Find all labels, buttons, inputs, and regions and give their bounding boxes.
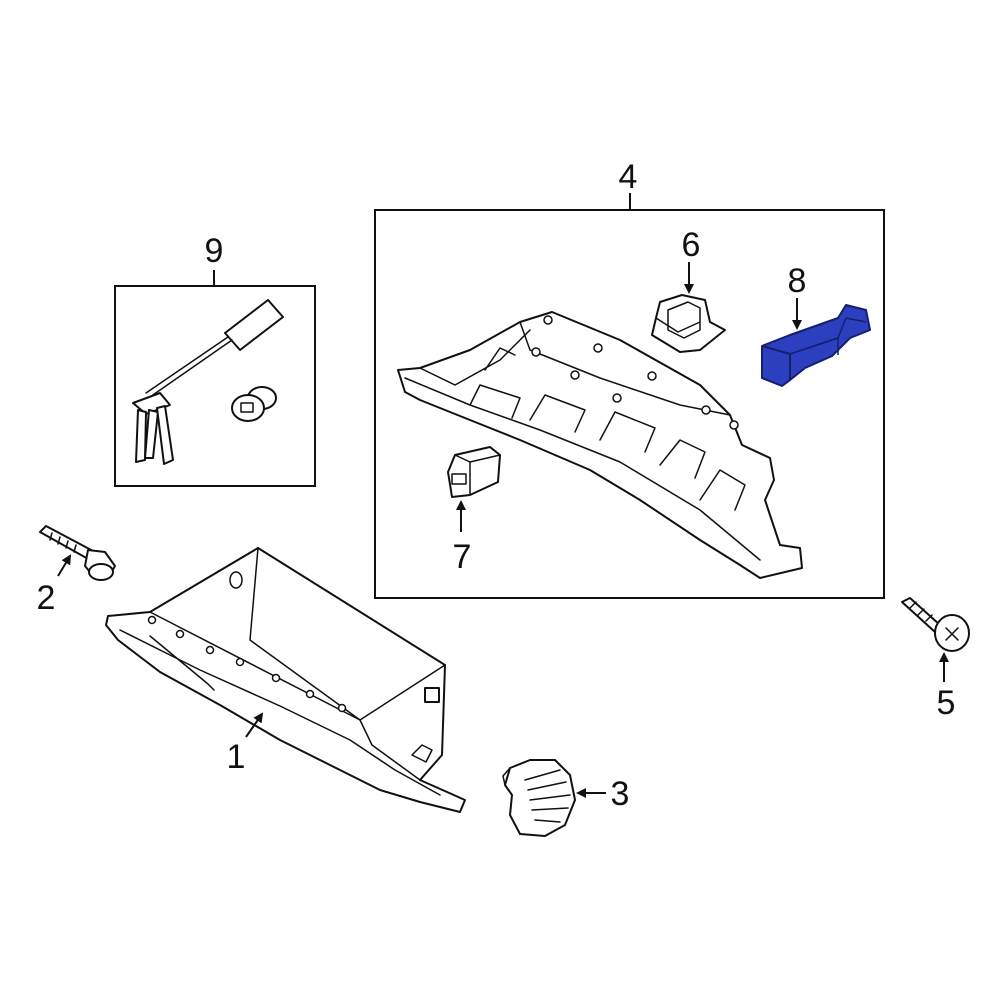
callout-5: 5 [937,684,956,722]
key-tag-icon [132,299,284,465]
part-4-group: 4 6 [374,158,885,599]
part-6-bracket-icon [651,294,726,353]
callout-6: 6 [682,226,701,264]
part-3-knob-icon [502,759,576,837]
callout-3: 3 [611,775,630,813]
callout-9: 9 [205,232,224,270]
part-5-screw-icon [901,597,970,652]
part-1-arrow [245,712,264,738]
glove-box-frame-icon [397,311,803,579]
part-1-glove-box-icon [105,547,466,813]
callout-1: 1 [227,738,246,776]
callout-7: 7 [453,538,472,576]
part-7-latch-icon [447,446,501,498]
lock-cylinder-icon [231,386,277,422]
part-2-bolt-icon [39,525,116,581]
part-9-group: 9 [114,232,316,487]
callout-8: 8 [788,262,807,300]
part-2-arrow [57,554,72,577]
callout-2: 2 [37,579,56,617]
callout-4: 4 [619,158,638,196]
part-8-switch-icon [761,304,871,387]
